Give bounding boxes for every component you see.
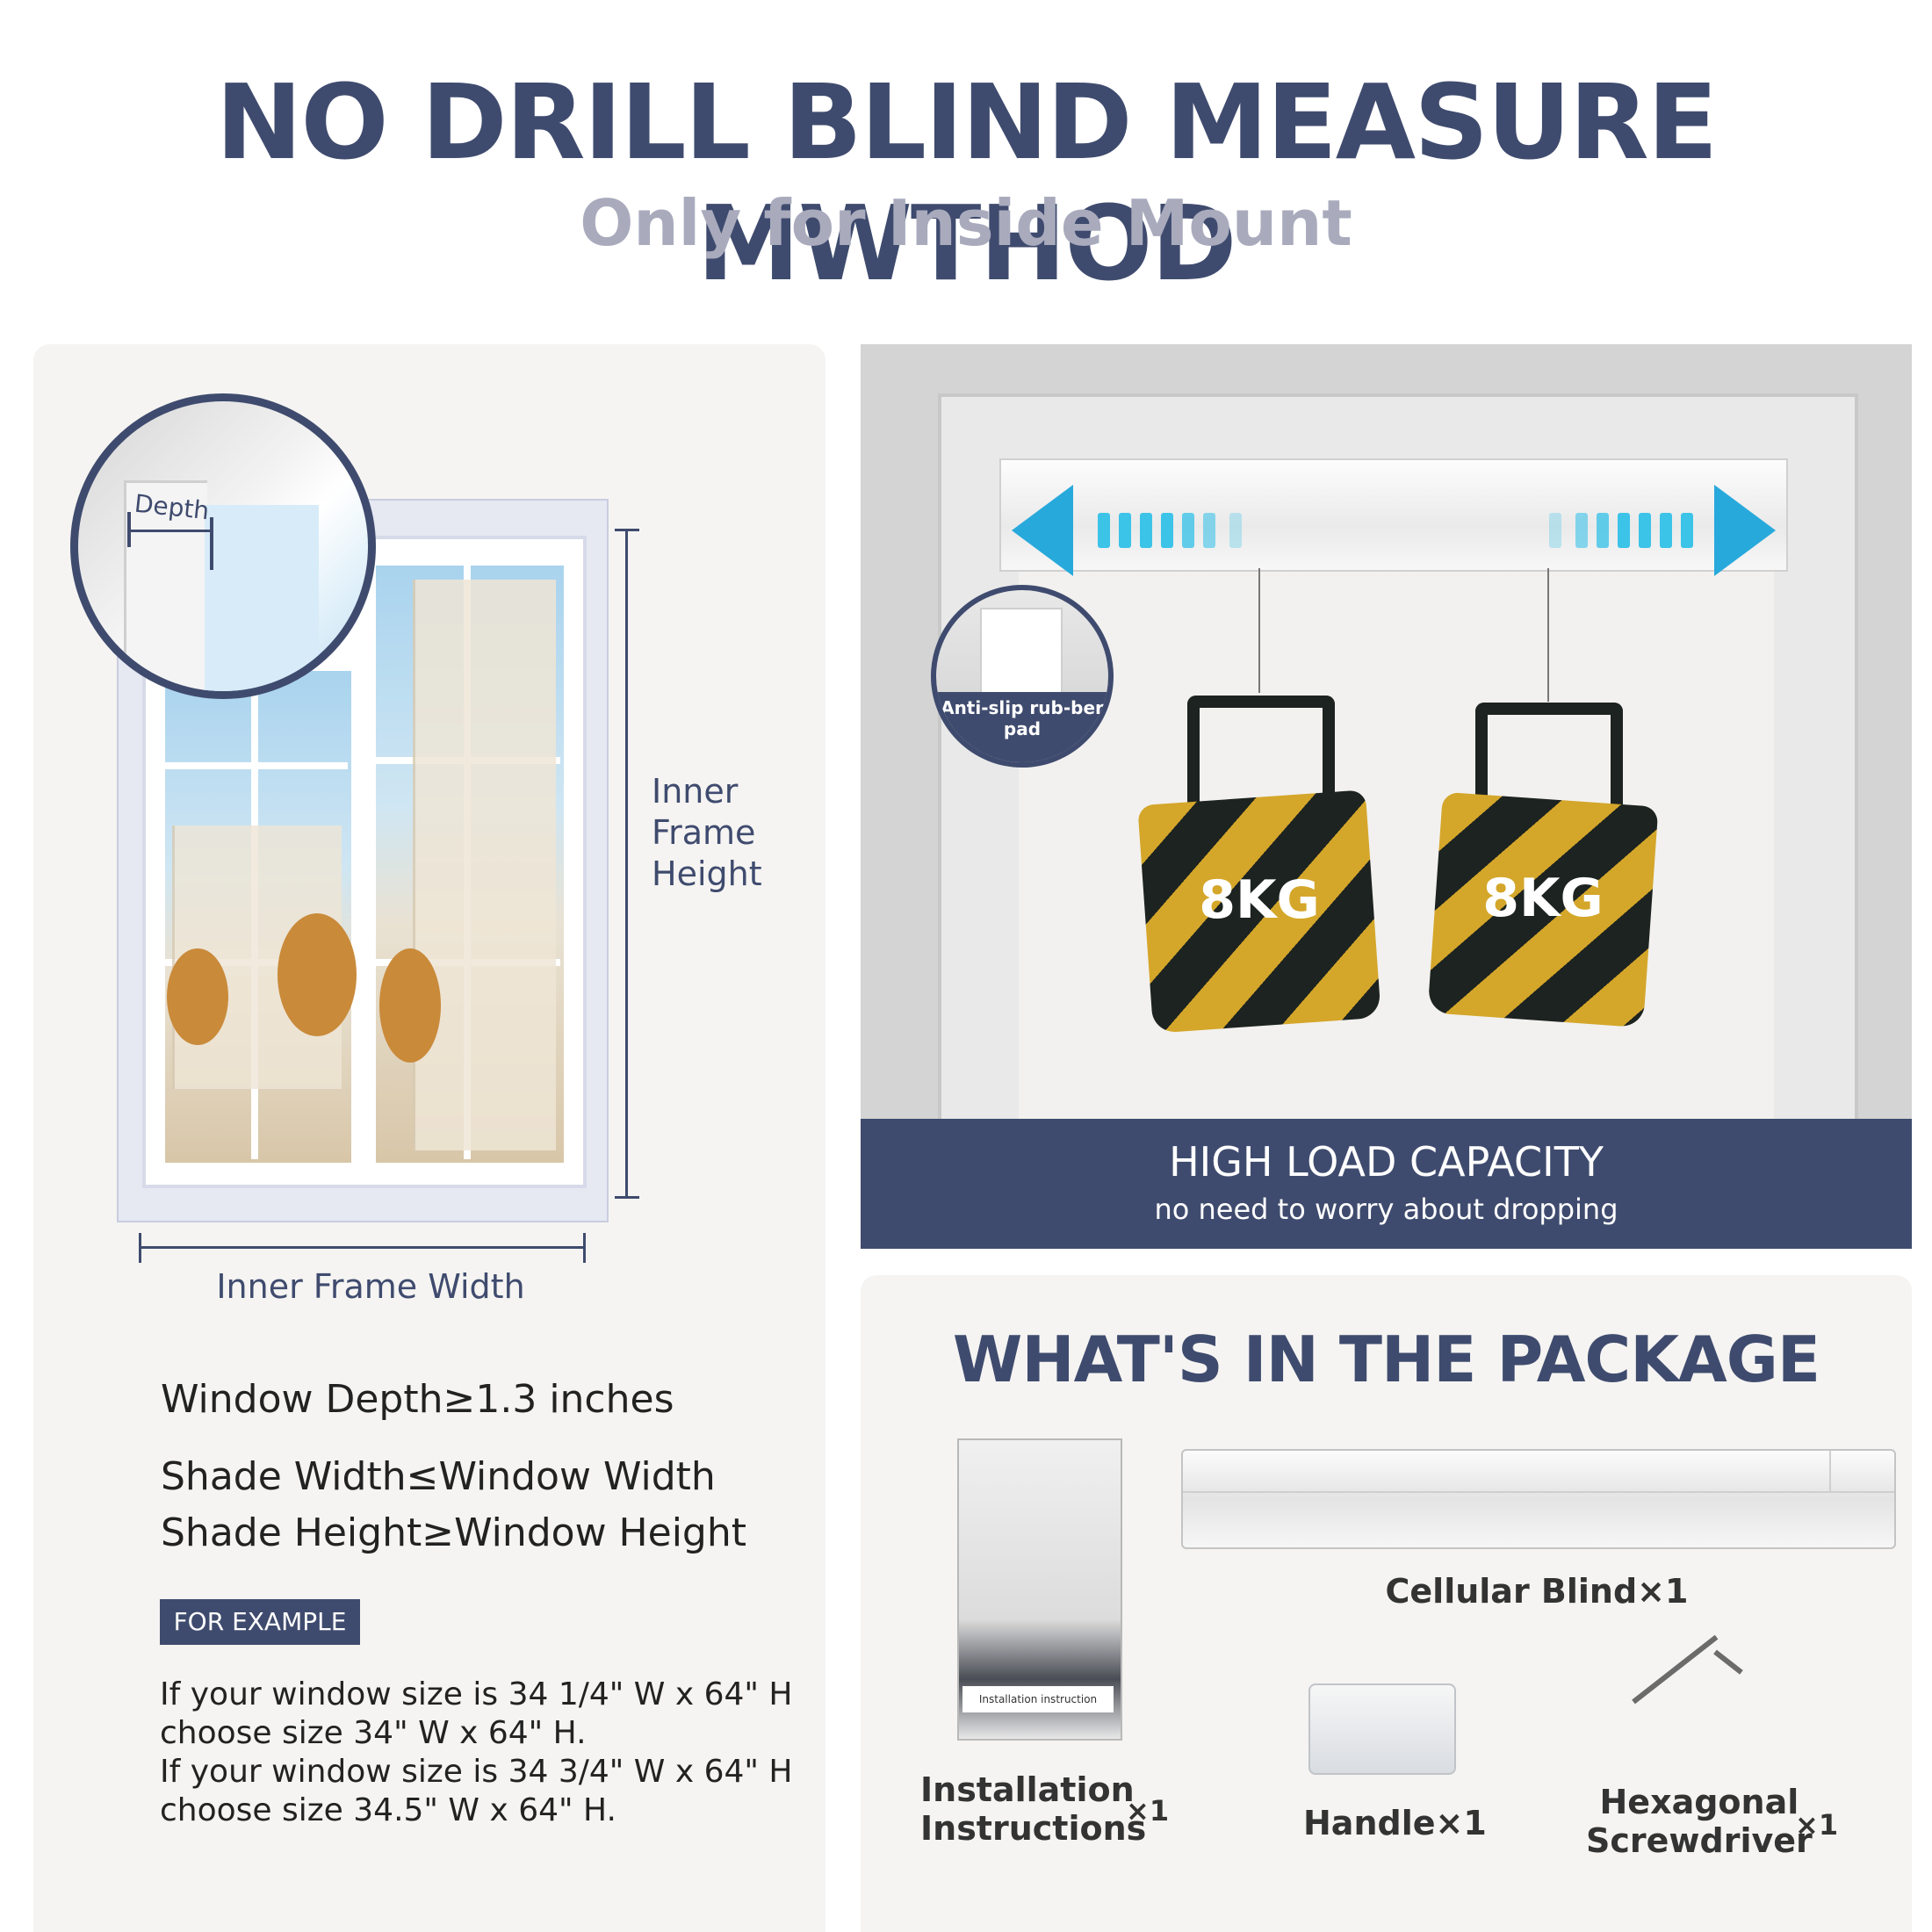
spec-depth: Window Depth≥1.3 inches <box>161 1377 674 1422</box>
rubber-pad-illustration <box>980 608 1063 696</box>
depth-dimension-line <box>129 530 210 532</box>
handle-image <box>1308 1683 1456 1775</box>
spring-tick <box>1660 513 1672 548</box>
installation-instructions-qty: ×1 <box>1126 1794 1170 1827</box>
blind-seam <box>1183 1491 1894 1493</box>
example-line: choose size 34.5" W x 64" H. <box>160 1792 616 1828</box>
load-capacity-subtitle: no need to worry about dropping <box>1154 1193 1618 1226</box>
spec-width: Shade Width≤Window Width <box>161 1454 716 1499</box>
height-dimension-cap <box>615 1196 639 1199</box>
height-dimension-line <box>625 529 628 1198</box>
spring-tick <box>1119 513 1131 548</box>
for-example-badge: FOR EXAMPLE <box>160 1599 360 1645</box>
spring-tick <box>1597 513 1609 548</box>
handle-label: Handle×1 <box>1303 1804 1487 1842</box>
height-dimension-cap <box>615 529 639 531</box>
tree-illustration <box>278 913 357 1036</box>
example-line: If your window size is 34 3/4" W x 64" H <box>160 1754 793 1790</box>
frame-corner-illustration <box>124 480 207 691</box>
spring-tick <box>1098 513 1110 548</box>
width-dimension-cap <box>583 1233 586 1263</box>
depth-tick <box>210 517 213 570</box>
spring-tick <box>1203 513 1215 548</box>
frame-opening <box>1019 566 1774 1122</box>
tree-illustration <box>167 948 228 1045</box>
booklet-caption: Installation instruction <box>962 1686 1114 1712</box>
cellular-blind-image <box>1181 1449 1896 1549</box>
spring-tick <box>1140 513 1152 548</box>
sandbag-handle <box>1187 696 1335 813</box>
spring-tick <box>1639 513 1651 548</box>
inner-frame-height-label: Inner Frame Height <box>652 772 762 893</box>
anti-slip-pad-label: Anti-slip rub-ber pad <box>941 697 1104 739</box>
building-illustration <box>413 580 556 1150</box>
expand-right-arrow-icon <box>1714 485 1776 576</box>
anti-slip-pad-zoom-circle: Anti-slip rub-ber pad <box>931 585 1114 768</box>
sandbag-handle <box>1475 703 1623 817</box>
page-title: NO DRILL BLIND MEASURE MWTHOD <box>215 61 1719 304</box>
example-line: choose size 34" W x 64" H. <box>160 1715 587 1751</box>
page-subtitle: Only for Inside Mount <box>580 186 1352 260</box>
depth-zoom-circle: Depth <box>70 393 376 699</box>
width-dimension-cap <box>139 1233 141 1263</box>
glass-illustration <box>205 505 319 691</box>
hanging-string <box>1258 568 1260 693</box>
load-capacity-title: HIGH LOAD CAPACITY <box>1169 1138 1604 1186</box>
sandbag-weight-label: 8KG <box>1482 868 1604 929</box>
sandbag-weight-label: 8KG <box>1199 869 1320 931</box>
spring-tick <box>1549 513 1561 548</box>
example-line: If your window size is 34 1/4" W x 64" H <box>160 1676 793 1712</box>
pad-label-band <box>936 692 1108 762</box>
inner-frame-width-label: Inner Frame Width <box>216 1267 525 1306</box>
spring-tick <box>1681 513 1693 548</box>
spring-tick <box>1618 513 1630 548</box>
hanging-string <box>1547 568 1549 702</box>
spring-tick <box>1229 513 1242 548</box>
hexagonal-screwdriver-label: Hexagonal Screwdriver <box>1586 1783 1813 1860</box>
spring-tick <box>1575 513 1588 548</box>
blind-endcap <box>1829 1451 1831 1491</box>
spec-height: Shade Height≥Window Height <box>161 1510 747 1555</box>
tree-illustration <box>379 948 441 1063</box>
window-muntin <box>162 762 348 769</box>
spring-tick <box>1182 513 1194 548</box>
spring-tick <box>1161 513 1173 548</box>
cellular-blind-label: Cellular Blind×1 <box>1385 1572 1689 1611</box>
width-dimension-line <box>139 1246 585 1249</box>
installation-instructions-label: Installation Instructions <box>920 1770 1147 1848</box>
package-title: WHAT'S IN THE PACKAGE <box>952 1323 1820 1396</box>
expand-left-arrow-icon <box>1012 485 1073 576</box>
load-capacity-banner <box>861 1119 1912 1249</box>
screwdriver-qty: ×1 <box>1795 1808 1839 1842</box>
